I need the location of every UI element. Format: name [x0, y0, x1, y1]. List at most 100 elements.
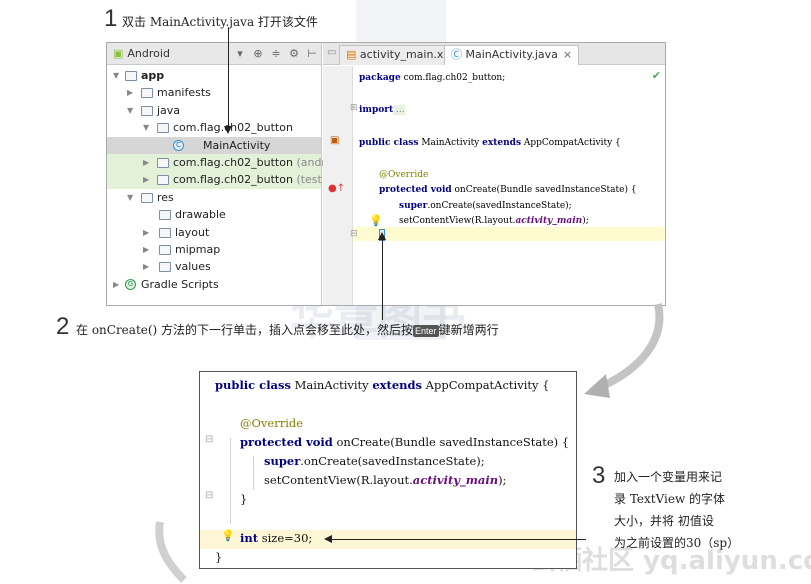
- code-oncreate-line: protected void onCreate(Bundle savedInst…: [379, 185, 637, 195]
- project-view-selector[interactable]: Android: [127, 47, 170, 60]
- tree-item-package[interactable]: ▼ com.flag.ch02_button: [107, 119, 321, 136]
- step-1-arrowhead: [224, 126, 232, 134]
- fold-end-icon[interactable]: ⊟: [205, 490, 214, 501]
- override-gutter-icon[interactable]: ●↑: [328, 183, 346, 194]
- tabs-scroll-icon[interactable]: ▭: [327, 47, 337, 58]
- gear-icon[interactable]: ⚙: [289, 47, 299, 60]
- tree-item-drawable[interactable]: drawable: [107, 206, 321, 223]
- code-override-line: @Override: [379, 170, 429, 180]
- code-setcontentview-line: setContentView(R.layout.activity_main);: [399, 216, 589, 226]
- code-editor[interactable]: ▭ ▤ activity_main.xml× Ⓒ MainActivity.ja…: [323, 43, 665, 305]
- expand-arrow-icon[interactable]: ▼: [143, 123, 150, 133]
- module-folder-icon: [125, 71, 137, 81]
- fold-icon[interactable]: ⊞: [350, 103, 358, 113]
- activity-gutter-icon[interactable]: ▣: [330, 135, 340, 146]
- lightbulb-icon[interactable]: 💡: [369, 214, 383, 227]
- ide-window: ▣ Android ▾ ⊕ ≑ ⚙ ⊢ ▼ app ▶ manifests ▼: [106, 42, 666, 306]
- fold-end-icon[interactable]: ⊟: [350, 229, 358, 239]
- step-3-arrowhead: [324, 535, 332, 543]
- step-1-number: 1: [104, 5, 118, 32]
- tree-item-package-test[interactable]: ▶ com.flag.ch02_button (test): [107, 171, 326, 189]
- android-icon: ▣: [113, 47, 124, 60]
- tree-item-java[interactable]: ▼ java: [107, 102, 321, 119]
- step-3-text: 加入一个变量用来记 录 TextView 的字体 大小，并将 初值设 为之前设置…: [614, 466, 739, 554]
- tab-mainactivity-java[interactable]: Ⓒ MainActivity.java ×: [444, 45, 580, 65]
- collapse-arrow-icon[interactable]: ▶: [127, 88, 134, 98]
- code-import-line: import ...: [359, 105, 405, 115]
- fold-icon[interactable]: ⊟: [205, 434, 214, 445]
- folder-icon: [141, 88, 153, 99]
- lightbulb-icon[interactable]: 💡: [221, 529, 235, 542]
- tree-item-app[interactable]: ▼ app: [107, 67, 321, 84]
- editor-tabs: ▭ ▤ activity_main.xml× Ⓒ MainActivity.ja…: [323, 43, 665, 65]
- tab-activity-main-xml[interactable]: ▤ activity_main.xml×: [339, 45, 479, 65]
- code-class-line: public class MainActivity extends AppCom…: [359, 138, 621, 148]
- folder-icon: [159, 227, 171, 238]
- tree-item-res[interactable]: ▼ res: [107, 189, 321, 206]
- code-super-line: super.onCreate(savedInstanceState);: [399, 201, 572, 211]
- step-1-text: 双击 MainActivity.java 打开该文件: [122, 15, 318, 29]
- expand-arrow-icon[interactable]: ▼: [113, 71, 120, 80]
- curved-arrow-right: [584, 303, 664, 398]
- step-3-line: 录 TextView 的字体: [614, 492, 726, 506]
- tree-item-label: com.flag.ch02_button: [173, 121, 293, 135]
- class-file-icon: Ⓒ: [451, 48, 462, 61]
- indent-guide: [230, 438, 231, 524]
- tree-item-label: res: [157, 190, 174, 204]
- collapse-arrow-icon[interactable]: ▶: [143, 262, 150, 272]
- check-icon: ✔: [651, 69, 661, 82]
- zoom-class-line: public class MainActivity extends AppCom…: [215, 378, 550, 392]
- indent-guide: [253, 456, 254, 490]
- xml-file-icon: ▤: [346, 48, 357, 61]
- tree-item-label: mipmap: [175, 242, 221, 256]
- step-2-arrowhead: [378, 232, 386, 240]
- step-2-number: 2: [56, 313, 70, 340]
- tree-item-label: app: [141, 69, 165, 82]
- package-icon: [157, 123, 169, 134]
- zoom-setcontentview-line: setContentView(R.layout.activity_main);: [264, 473, 507, 487]
- tree-item-layout[interactable]: ▶ layout: [107, 224, 321, 241]
- collapse-arrow-icon[interactable]: ▶: [143, 244, 150, 254]
- tab-label: activity_main.xml: [359, 48, 458, 61]
- step-2-text-before: 在 onCreate() 方法的下一行单击，插入点会移至此处，然后按: [76, 323, 414, 337]
- step-2-arrow: [382, 238, 383, 320]
- close-icon[interactable]: ×: [562, 48, 573, 61]
- tree-item-label: manifests: [157, 86, 211, 100]
- tree-item-manifests[interactable]: ▶ manifests: [107, 84, 321, 101]
- tree-item-label: layout: [175, 225, 210, 239]
- tree-item-mainactivity[interactable]: C MainActivity: [107, 136, 321, 154]
- tree-item-package-androidtest[interactable]: ▶ com.flag.ch02_button (androidTest): [107, 153, 368, 172]
- zoom-close-class: }: [215, 550, 223, 564]
- zoomed-code-panel: ⊟ ⊟ 💡 public class MainActivity extends …: [199, 371, 577, 569]
- tree-item-label: java: [157, 103, 181, 117]
- tree-item-label: drawable: [175, 208, 226, 222]
- tree-item-values[interactable]: ▶ values: [107, 258, 321, 275]
- tree-item-label: com.flag.ch02_button: [173, 155, 293, 169]
- zoom-variable-line: int size=30;: [240, 531, 313, 545]
- folder-icon: [159, 210, 171, 221]
- collapse-arrow-icon[interactable]: ▶: [143, 175, 150, 185]
- step-3-line: 加入一个变量用来记: [614, 470, 723, 484]
- expand-arrow-icon[interactable]: ▼: [127, 192, 134, 202]
- collapse-arrow-icon[interactable]: ▶: [143, 227, 150, 237]
- zoom-close-method: }: [240, 492, 248, 506]
- tree-item-gradle-scripts[interactable]: ▶ G Gradle Scripts: [107, 276, 321, 293]
- tree-item-suffix: (test): [296, 173, 327, 187]
- tree-item-label: MainActivity: [203, 138, 271, 152]
- zoom-oncreate-line: protected void onCreate(Bundle savedInst…: [240, 435, 570, 449]
- tree-item-mipmap[interactable]: ▶ mipmap: [107, 241, 321, 258]
- editor-gutter: [323, 66, 353, 305]
- hide-panel-icon[interactable]: ⊢: [307, 47, 317, 60]
- sync-icon[interactable]: ⊕: [253, 47, 263, 60]
- step-2-text-after: 键新增两行: [438, 323, 499, 337]
- gradle-icon: G: [125, 278, 136, 290]
- collapse-arrow-icon[interactable]: ▶: [143, 157, 150, 167]
- collapse-icon[interactable]: ≑: [271, 47, 281, 60]
- expand-arrow-icon[interactable]: ▼: [127, 105, 134, 115]
- collapse-arrow-icon[interactable]: ▶: [113, 279, 120, 289]
- project-panel: ▣ Android ▾ ⊕ ≑ ⚙ ⊢ ▼ app ▶ manifests ▼: [107, 43, 368, 305]
- tab-label: MainActivity.java: [465, 48, 558, 61]
- step-3-line: 为之前设置的30（sp）: [614, 536, 740, 550]
- dropdown-arrow-icon[interactable]: ▾: [237, 47, 243, 60]
